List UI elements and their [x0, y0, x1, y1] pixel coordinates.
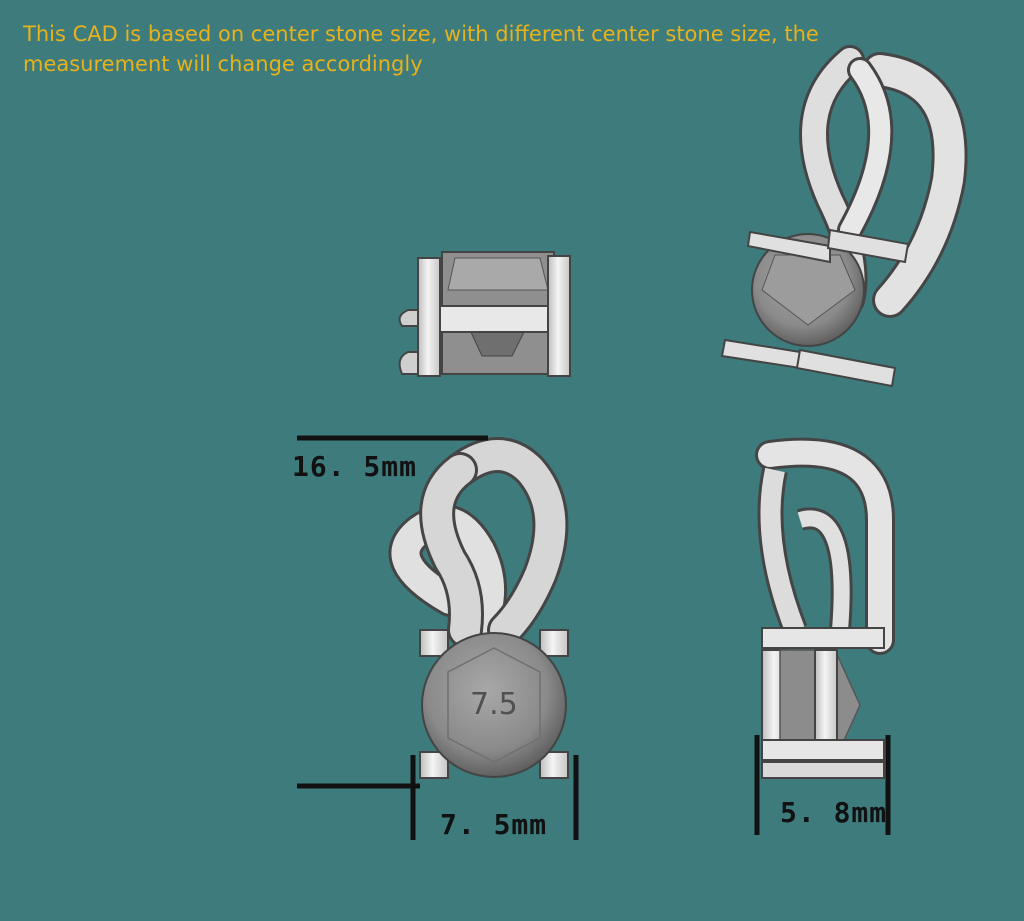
front-view — [388, 437, 569, 779]
side-view — [755, 437, 895, 779]
perspective-view — [720, 45, 968, 388]
note-line-1: This CAD is based on center stone size, … — [23, 22, 819, 46]
top-view — [398, 251, 571, 377]
stone-size-label: 7.5 — [470, 687, 518, 722]
side-width-dimension-label: 5. 8mm — [780, 796, 888, 829]
dimension-lines — [297, 435, 891, 840]
note-line-2: measurement will change accordingly — [23, 52, 423, 76]
height-dimension-label: 16. 5mm — [292, 450, 418, 483]
cad-disclaimer-note: This CAD is based on center stone size, … — [23, 19, 923, 79]
front-width-dimension-label: 7. 5mm — [440, 808, 548, 841]
center-stone — [421, 632, 567, 778]
